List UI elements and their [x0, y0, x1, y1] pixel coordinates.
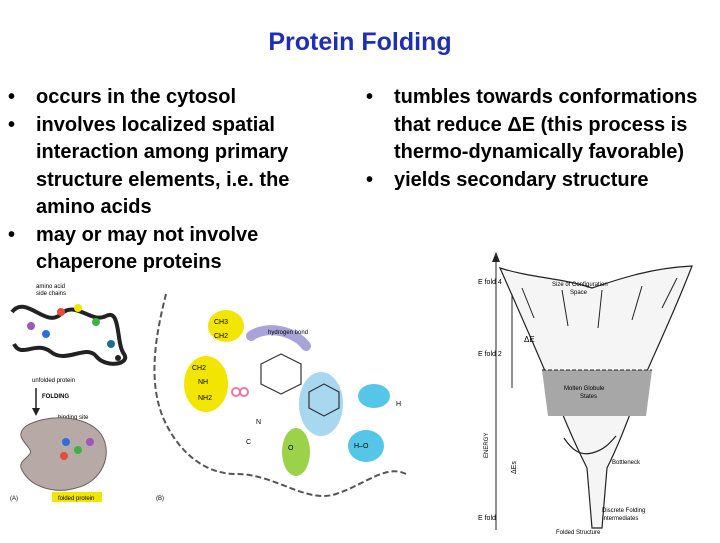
label-bottleneck: Bottleneck — [612, 460, 641, 466]
label-panel-a: (A) — [10, 496, 18, 502]
protein-folding-illustration: amino acid side chains unfolded protein … — [6, 274, 446, 514]
label-folding: FOLDING — [42, 394, 69, 400]
side-chain-teal — [107, 340, 115, 348]
green-group — [282, 428, 310, 476]
label-molten-globule: Molten Globule — [564, 386, 605, 392]
ring-1 — [260, 353, 302, 395]
chem-nh2: NH2 — [198, 395, 212, 402]
label-binding-site: binding site — [58, 415, 89, 421]
energy-axis-arrow — [492, 252, 500, 262]
hydrogen-bond-band — [246, 325, 311, 351]
chem-ch3: CH3 — [214, 319, 228, 326]
energy-funnel-svg: E fold 4 E fold 2 E fold Size of Configu… — [478, 252, 693, 536]
chem-n: N — [256, 419, 261, 426]
chem-ch2: CH2 — [214, 333, 228, 340]
arrow-4 — [631, 285, 643, 321]
folded-side-chain-red — [60, 452, 68, 460]
blue-group-center — [299, 372, 343, 436]
chem-c: C — [246, 439, 251, 446]
folded-side-chain-green — [74, 446, 82, 454]
yellow-group-mid — [184, 356, 228, 412]
label-side-chains: side chains — [36, 291, 66, 297]
label-panel-b: (B) — [156, 496, 164, 502]
left-bullet-list: occurs in the cytosol involves localized… — [6, 84, 341, 277]
cyan-group-lower — [348, 430, 384, 462]
label-energy: ENERGY — [484, 433, 490, 458]
left-bullet-1: occurs in the cytosol — [6, 84, 341, 112]
slide-title: Protein Folding — [268, 28, 452, 56]
label-space: Space — [570, 290, 588, 296]
label-e-fold-2: E fold 2 — [478, 351, 502, 358]
protein-folding-svg: amino acid side chains unfolded protein … — [10, 284, 407, 502]
label-e-fold-4: E fold 4 — [478, 279, 502, 286]
energy-landscape-diagram: E fold 4 E fold 2 E fold Size of Configu… — [452, 238, 714, 538]
arrow-5 — [661, 277, 678, 309]
pink-atom-1 — [231, 387, 241, 397]
molten-globule-band — [542, 370, 652, 416]
side-chain-green — [92, 318, 100, 326]
side-chain-yellow — [74, 304, 82, 312]
cyan-group-right — [358, 384, 390, 408]
label-delta-es: ΔEs — [511, 461, 518, 474]
yellow-group-top — [208, 310, 244, 342]
right-bullet-list: tumbles towards conformations that reduc… — [364, 84, 720, 194]
folded-side-chain-purple — [86, 438, 94, 446]
backbone-dashed — [153, 293, 407, 497]
chem-nh: NH — [198, 379, 208, 386]
label-intermediates: Intermediates — [602, 516, 638, 522]
arrow-1 — [521, 287, 535, 319]
folding-arrow-head — [32, 408, 40, 416]
label-e-fold: E fold — [478, 515, 496, 522]
side-chain-black — [115, 355, 121, 361]
ring-2 — [308, 383, 340, 417]
chem-h: H — [396, 401, 401, 408]
unfolded-chain — [10, 304, 128, 366]
folded-label-highlight — [52, 492, 102, 502]
label-size-config: Size of Configuration — [552, 282, 608, 288]
pink-atom-2 — [239, 387, 249, 397]
label-folded-protein: folded protein — [58, 496, 94, 502]
label-unfolded-protein: unfolded protein — [32, 378, 75, 384]
side-chain-blue — [42, 330, 50, 338]
right-bullet-2: yields secondary structure — [364, 167, 720, 195]
label-folded-structure: Folded Structure — [556, 530, 601, 536]
left-bullet-2: involves localized spatial interaction a… — [6, 112, 341, 222]
label-discrete-folding: Discrete Folding — [602, 508, 645, 514]
folded-side-chain-blue — [62, 438, 70, 446]
label-states: States — [580, 394, 597, 400]
label-amino-acid: amino acid — [36, 284, 65, 290]
chem-o: O — [288, 445, 294, 452]
label-hydrogen-bond: hydrogen bond — [268, 330, 308, 336]
label-delta-e: ΔE — [524, 335, 535, 344]
left-bullet-3: may or may not involve chaperone protein… — [6, 222, 341, 277]
chem-ho: H–O — [354, 443, 369, 450]
arrow-2 — [561, 289, 569, 327]
arrow-3 — [597, 289, 603, 329]
right-bullet-1: tumbles towards conformations that reduc… — [364, 84, 720, 167]
bottleneck-curve — [563, 435, 617, 455]
chem-ch2-mid: CH2 — [192, 365, 206, 372]
side-chain-red — [57, 308, 65, 316]
side-chain-purple — [27, 322, 35, 330]
